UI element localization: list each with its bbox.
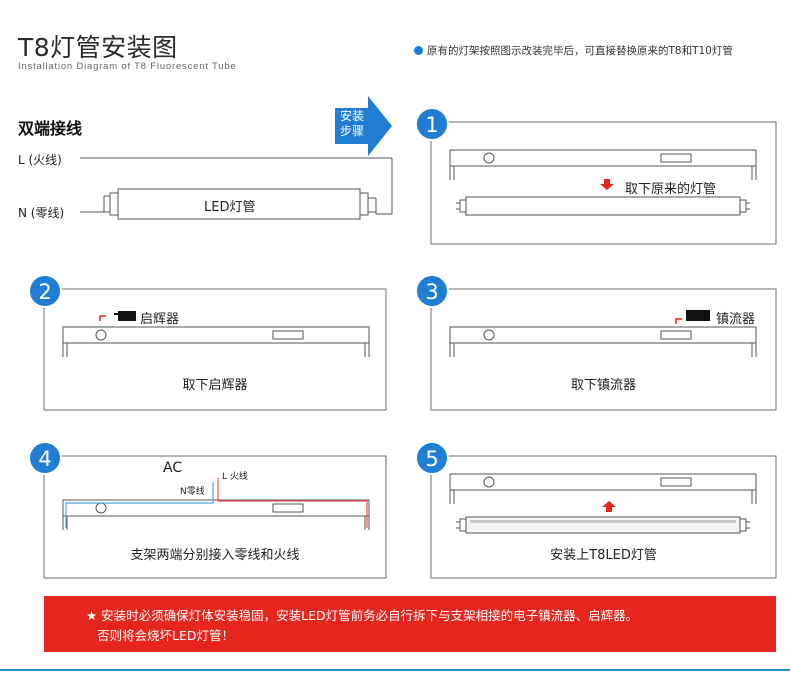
ballast-label: 镇流器 <box>716 312 756 327</box>
step-4-neutral-label: N零线 <box>180 487 205 497</box>
warning-banner: ★ 安装时必须确保灯体安装稳固，安装LED灯管前务必自行拆下与支架相接的电子镇流… <box>44 596 776 652</box>
step-1-tube <box>456 196 750 216</box>
step-2-number: 2 <box>38 280 51 304</box>
step-4-wires <box>65 478 368 528</box>
arrow-up-icon <box>602 501 616 512</box>
step-2-panel <box>43 288 387 411</box>
tube-label: LED灯管 <box>204 200 256 215</box>
step-5-fixture <box>449 473 757 504</box>
header-note: 原有的灯架按照图示改装完毕后，可直接替换原来的T8和T10灯管 <box>414 43 733 58</box>
ac-label: AC <box>163 460 183 476</box>
step-1-number: 1 <box>425 113 438 137</box>
arrow-down-icon <box>600 179 614 190</box>
bottom-divider <box>0 669 790 671</box>
step-4-number: 4 <box>38 447 51 471</box>
step-3-caption: 取下镇流器 <box>570 378 636 393</box>
step-1-panel <box>430 121 777 245</box>
warning-line-2: 否则将会烧坏LED灯管！ <box>97 628 234 643</box>
step-4-panel <box>43 455 387 579</box>
warning-line-1: ★ 安装时必须确保灯体安装稳固，安装LED灯管前务必自行拆下与支架相接的电子镇流… <box>86 608 639 623</box>
wiring-title: 双端接线 <box>18 119 83 138</box>
step-4-badge: 4 <box>28 441 62 475</box>
step-4-live-label: L 火线 <box>222 472 248 482</box>
step-2-badge: 2 <box>28 274 62 308</box>
step-5-badge: 5 <box>415 441 449 475</box>
step-1-caption: 取下原来的灯管 <box>625 182 717 197</box>
arrow-label-line-1: 安装 <box>340 109 365 123</box>
step-3-badge: 3 <box>415 274 449 308</box>
starter-part-icon <box>99 311 136 321</box>
install-steps-arrow-icon <box>335 96 392 156</box>
bullet-dot-icon <box>414 46 423 55</box>
step-5-caption: 安装上T8LED灯管 <box>550 548 657 563</box>
step-5-led-tube <box>456 516 750 534</box>
header-note-text: 原有的灯架按照图示改装完毕后，可直接替换原来的T8和T10灯管 <box>427 45 733 57</box>
step-1-badge: 1 <box>415 107 449 141</box>
step-2-caption: 取下启辉器 <box>182 378 248 393</box>
live-wire-label: L (火线) <box>18 153 62 167</box>
step-3-fixture <box>449 326 757 357</box>
step-2-fixture <box>62 326 370 357</box>
wiring-diagram <box>80 157 393 220</box>
page-subtitle: Installation Diagram of T8 Fluorescent T… <box>18 61 237 72</box>
step-3-number: 3 <box>425 280 438 304</box>
ballast-part-icon <box>675 310 710 324</box>
neutral-wire-label: N (零线) <box>18 206 65 220</box>
step-1-fixture <box>449 149 757 180</box>
arrow-label: 安装 步骤 <box>340 109 364 139</box>
arrow-label-line-2: 步骤 <box>340 124 365 138</box>
step-3-panel <box>430 288 777 411</box>
page-title: T8灯管安装图 <box>18 33 178 62</box>
step-4-caption: 支架两端分别接入零线和火线 <box>130 548 300 563</box>
step-5-number: 5 <box>425 447 438 471</box>
starter-label: 启辉器 <box>140 312 180 327</box>
